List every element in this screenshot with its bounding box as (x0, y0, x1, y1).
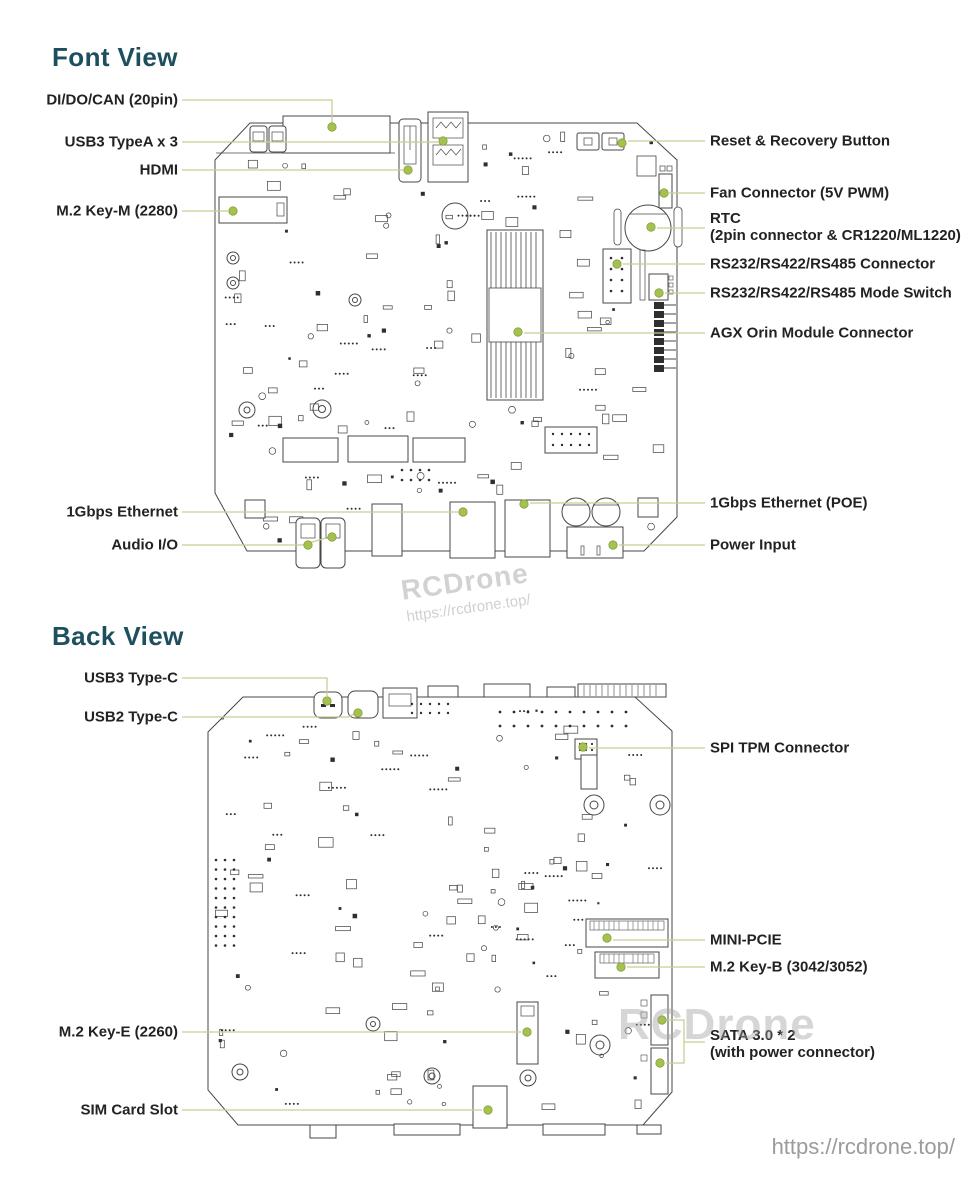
label-di-do-can: DI/DO/CAN (20pin) (46, 91, 178, 109)
label-agx-orin: AGX Orin Module Connector (710, 324, 914, 342)
label-spi-tpm: SPI TPM Connector (710, 739, 850, 757)
label-sata: SATA 3.0 * 2 (with power connector) (710, 1027, 875, 1061)
back-bottom-tabs (309, 1123, 662, 1139)
front-board (214, 111, 683, 569)
label-rs232-connector: RS232/RS422/RS485 Connector (710, 255, 936, 273)
audio-jack-2 (320, 517, 346, 569)
smd-components-front (224, 131, 665, 543)
label-fan-connector: Fan Connector (5V PWM) (710, 184, 890, 202)
left-pin-grid (214, 858, 236, 947)
callout-dots (228, 122, 669, 1115)
label-sata-line2: (with power connector) (710, 1044, 875, 1061)
back-board-outline (207, 696, 673, 1126)
footer-url: https://rcdrone.top/ (771, 1134, 955, 1159)
label-reset-recovery: Reset & Recovery Button (710, 132, 891, 150)
capacitor-2 (591, 497, 621, 527)
label-sata-line1: SATA 3.0 * 2 (710, 1027, 796, 1044)
label-m2-keyb: M.2 Key-B (3042/3052) (710, 958, 868, 976)
pin-grids (410, 702, 628, 728)
usb-port-left-1 (249, 125, 268, 153)
label-rtc-line2: (2pin connector & CR1220/ML1220) (710, 227, 961, 244)
usb2-typec (347, 690, 379, 719)
label-usb3-typec: USB3 Type-C (84, 669, 178, 687)
label-rs232-mode-switch: RS232/RS422/RS485 Mode Switch (710, 284, 952, 302)
agx-orin-module-connector (486, 229, 544, 401)
back-view-title: Back View (52, 621, 184, 651)
usb-port-left-2 (268, 125, 287, 153)
label-hdmi: HDMI (139, 161, 178, 179)
label-sim-card: SIM Card Slot (80, 1101, 178, 1119)
smd-components-back (215, 709, 662, 1110)
label-usb3-typea: USB3 TypeA x 3 (64, 133, 178, 151)
label-1gbps-ethernet: 1Gbps Ethernet (66, 503, 178, 521)
usb3-typea-stack (427, 111, 469, 183)
label-mini-pcie: MINI-PCIE (710, 931, 782, 949)
label-usb2-typec: USB2 Type-C (84, 708, 178, 726)
label-power-input: Power Input (710, 536, 796, 554)
rs232-connector (602, 248, 632, 304)
label-ethernet-poe: 1Gbps Ethernet (POE) (710, 494, 868, 512)
back-board (207, 683, 673, 1139)
label-rtc: RTC (2pin connector & CR1220/ML1220) (710, 210, 961, 244)
back-top-connectors (427, 683, 667, 698)
front-board-outline (214, 122, 678, 552)
m2-keyb-slot (594, 951, 660, 979)
label-m2-keye: M.2 Key-E (2260) (58, 1023, 178, 1041)
mini-pcie-slot (585, 918, 669, 948)
label-m2-keym: M.2 Key-M (2280) (56, 202, 178, 220)
reset-recovery-buttons (576, 132, 657, 177)
label-rtc-line1: RTC (710, 210, 741, 227)
leader-lines (182, 99, 705, 1111)
mid-connectors (282, 426, 598, 482)
hdmi-connector (398, 118, 422, 183)
front-view-title: Font View (52, 42, 178, 72)
pin-header-right (654, 302, 676, 372)
ethernet-jack (449, 501, 496, 559)
ethernet-jack-poe (504, 499, 551, 558)
di-do-can-header (282, 115, 391, 154)
back-mounting-holes (231, 794, 671, 1087)
mounting-holes (226, 202, 469, 419)
label-audio-io: Audio I/O (111, 536, 178, 554)
capacitor-1 (561, 497, 591, 527)
